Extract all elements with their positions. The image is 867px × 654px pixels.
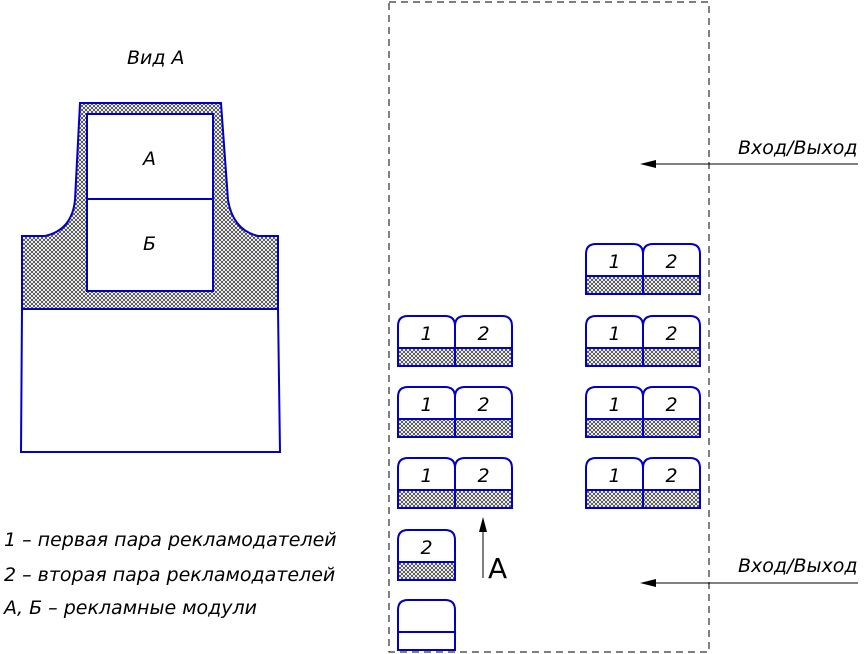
seat-outline xyxy=(454,386,513,438)
seat-number: 2 xyxy=(478,465,490,487)
seat-left-single-second: 2 xyxy=(397,529,456,581)
entrance-bottom-label: Вход/Выход xyxy=(738,555,857,577)
seat-number: 1 xyxy=(609,251,621,273)
seat-hatch xyxy=(455,419,512,437)
entrance-top: Вход/Выход xyxy=(640,137,858,168)
seat-outline xyxy=(454,315,513,367)
seat-hatch xyxy=(398,490,455,508)
module-a-label: А xyxy=(141,148,156,170)
seat-number: 2 xyxy=(478,394,490,416)
seat-number: 1 xyxy=(421,394,433,416)
seat-hatch xyxy=(643,419,700,437)
seat-right-pair-3-second: 2 xyxy=(642,386,701,438)
seat-left-empty xyxy=(397,599,456,651)
view-a-marker: А xyxy=(479,517,507,585)
seat-right-pair-2-first: 1 xyxy=(585,315,644,367)
seat-hatch xyxy=(586,276,643,294)
seat-number: 2 xyxy=(666,251,678,273)
view-a-module-window xyxy=(86,113,214,292)
seat-number: 2 xyxy=(666,465,678,487)
seat-outline xyxy=(642,386,701,438)
seat-outline xyxy=(642,315,701,367)
view-marker-label: А xyxy=(488,552,507,585)
seat-number: 2 xyxy=(478,323,490,345)
view-title: Вид А xyxy=(127,47,185,69)
entrance-bottom-arrow-icon xyxy=(640,579,656,587)
seat-right-pair-4-first: 1 xyxy=(585,457,644,509)
seat-hatch xyxy=(643,276,700,294)
entrance-top-label: Вход/Выход xyxy=(738,137,857,159)
seat-number: 1 xyxy=(609,394,621,416)
seat-left-pair-1-first: 1 xyxy=(397,315,456,367)
legend-line-2: 2 – вторая пара рекламодателей xyxy=(4,564,335,586)
view-marker-arrow-icon xyxy=(479,517,487,532)
seat-number: 2 xyxy=(666,323,678,345)
seat-hatch xyxy=(455,348,512,366)
seat-hatch xyxy=(398,419,455,437)
seat-outline xyxy=(642,457,701,509)
module-b-label: Б xyxy=(143,233,156,255)
entrance-bottom: Вход/Выход xyxy=(640,555,858,587)
seat-hatch xyxy=(586,348,643,366)
seat-left-pair-2-second: 2 xyxy=(454,386,513,438)
seat-right-pair-3-first: 1 xyxy=(585,386,644,438)
seat-hatch xyxy=(586,490,643,508)
view-a-base xyxy=(19,308,282,453)
legend-line-3: А, Б – рекламные модули xyxy=(2,597,257,619)
seat-left-pair-1-second: 2 xyxy=(454,315,513,367)
seat-number: 2 xyxy=(666,394,678,416)
seat-right-pair-2-second: 2 xyxy=(642,315,701,367)
seat-hatch xyxy=(398,348,455,366)
seat-right-pair-1-second: 2 xyxy=(642,243,701,295)
seat-outline xyxy=(642,243,701,295)
seat-left-pair-3-second: 2 xyxy=(454,457,513,509)
seat-hatch xyxy=(643,348,700,366)
seat-number: 1 xyxy=(609,323,621,345)
seat-left-pair-2-first: 1 xyxy=(397,386,456,438)
seat-outline xyxy=(397,599,456,651)
seat-hatch xyxy=(455,490,512,508)
seat-right-pair-1-first: 1 xyxy=(585,243,644,295)
seat-number: 1 xyxy=(421,323,433,345)
seat-left-pair-3-first: 1 xyxy=(397,457,456,509)
seat-hatch xyxy=(398,562,455,580)
seat-outline xyxy=(397,529,456,581)
seat-right-pair-4-second: 2 xyxy=(642,457,701,509)
seat-number: 2 xyxy=(421,537,433,559)
seat-number: 1 xyxy=(609,465,621,487)
seat-hatch xyxy=(643,490,700,508)
hall-boundary xyxy=(388,1,710,653)
seat-hatch xyxy=(586,419,643,437)
legend-line-1: 1 – первая пара рекламодателей xyxy=(4,529,337,551)
seat-number: 1 xyxy=(421,465,433,487)
seat-outline xyxy=(454,457,513,509)
legend: 1 – первая пара рекламодателей 2 – втора… xyxy=(2,529,337,619)
seating-area: 1 2 1 2 1 2 2 1 2 1 2 1 2 1 2 xyxy=(397,243,701,651)
view-a-detail: А Б xyxy=(19,102,282,453)
entrance-top-arrow-icon xyxy=(640,160,656,168)
